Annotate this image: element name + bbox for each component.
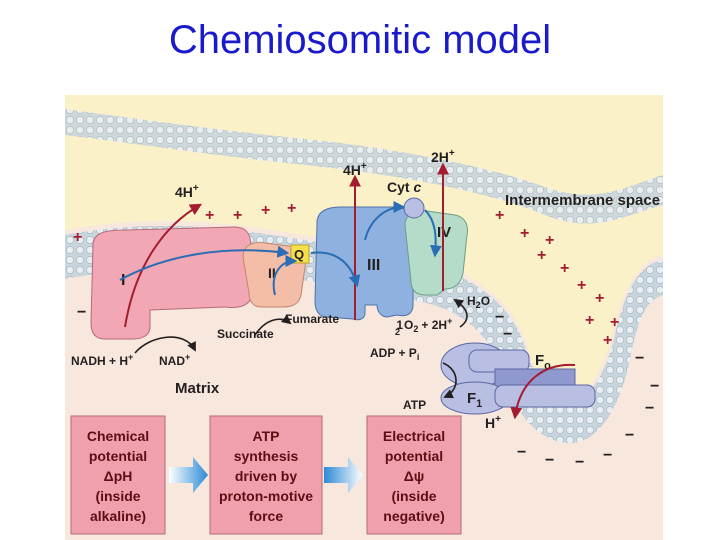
succinate-label: Succinate: [217, 327, 274, 341]
adp-arrow: [442, 362, 457, 399]
chemical-potential-text: Chemical potential ΔpH (inside alkaline): [87, 428, 149, 524]
svg-text:+: +: [603, 332, 612, 349]
right-box-arrow: [324, 457, 363, 493]
slide-title: Chemiosomitic model: [168, 18, 552, 62]
svg-text:force: force: [249, 508, 283, 524]
svg-text:+: +: [495, 207, 504, 224]
cyt-c-label: Cyt c: [387, 179, 421, 195]
svg-text:+: +: [585, 312, 594, 329]
svg-text:(inside: (inside: [95, 488, 140, 504]
complex-III: [314, 206, 414, 321]
svg-text:negative): negative): [383, 508, 444, 524]
nadh-label: NADH + H+: [71, 352, 133, 368]
adp-label: ADP + Pi: [370, 346, 419, 362]
svg-text:+: +: [287, 200, 296, 217]
svg-text:−: −: [503, 326, 512, 343]
quinone-label: Q: [294, 247, 304, 262]
complex-I-label: I: [121, 272, 125, 289]
svg-text:+: +: [595, 290, 604, 307]
atp-synthesis-text: ATP synthesis driven by proton-motive fo…: [219, 428, 313, 524]
svg-text:potential: potential: [385, 448, 443, 464]
svg-text:−: −: [625, 427, 634, 444]
proton-label-complex-I: 4H+: [175, 183, 199, 200]
electrical-potential-text: Electrical potential Δψ (inside negative…: [383, 428, 445, 524]
f1-label: F1: [467, 390, 482, 410]
electron-flow-II-to-Q: [272, 255, 298, 296]
atp-label: ATP: [403, 398, 426, 412]
svg-text:driven by: driven by: [235, 468, 297, 484]
svg-text:proton-motive: proton-motive: [219, 488, 313, 504]
intermembrane-label: Intermembrane space: [505, 192, 660, 209]
electrical-potential-box: [366, 415, 462, 535]
svg-text:alkaline): alkaline): [90, 508, 146, 524]
svg-text:−: −: [517, 444, 526, 461]
chemiosmotic-diagram: + + + + + + + + + + + + + + + − − − − − …: [65, 95, 663, 540]
svg-text:+: +: [577, 277, 586, 294]
svg-text:(inside: (inside: [391, 488, 436, 504]
proton-label-complex-III: 4H+: [343, 161, 367, 178]
chemical-potential-box: [70, 415, 166, 535]
matrix-label: Matrix: [175, 380, 220, 397]
nad-label: NAD+: [159, 352, 190, 368]
svg-text:+: +: [610, 314, 619, 331]
proton-arrow-atp-synthase: [510, 363, 576, 420]
svg-text:+: +: [520, 225, 529, 242]
membrane-top: [65, 109, 663, 224]
svg-text:Electrical: Electrical: [383, 428, 445, 444]
electron-flow-Q-to-III: [310, 251, 361, 288]
o2-arrow: [453, 298, 468, 328]
svg-text:ATP: ATP: [253, 428, 280, 444]
svg-text:−: −: [575, 454, 584, 471]
svg-text:−: −: [495, 309, 504, 326]
left-box-arrow: [169, 457, 208, 493]
electron-flow-III-to-cytc: [364, 201, 406, 241]
svg-text:+: +: [537, 247, 546, 264]
electron-flow-I-to-Q: [119, 245, 290, 281]
fo-label: Fo: [535, 352, 551, 372]
complex-I: [90, 226, 252, 340]
nadh-arrow: [134, 336, 196, 354]
succinate-arrow: [254, 314, 292, 336]
svg-text:−: −: [603, 447, 612, 464]
proton-label-atp-synthase: H+: [485, 414, 501, 431]
atp-synthesis-box: [209, 415, 323, 535]
proton-arrow-complex-I: [124, 203, 203, 328]
h2o-label: H2O: [467, 294, 490, 310]
svg-text:−: −: [77, 304, 86, 321]
svg-text:+: +: [73, 229, 82, 246]
svg-text:potential: potential: [89, 448, 147, 464]
proton-label-complex-IV: 2H+: [431, 148, 455, 165]
complex-IV-label: IV: [437, 224, 451, 241]
svg-text:Chemical: Chemical: [87, 428, 149, 444]
svg-text:+: +: [560, 260, 569, 277]
svg-text:−: −: [650, 378, 659, 395]
positive-charges: + + + + + + + + + + + + + + +: [73, 200, 619, 349]
svg-text:ΔpH: ΔpH: [104, 468, 133, 484]
svg-text:−: −: [635, 350, 644, 367]
svg-text:+: +: [545, 232, 554, 249]
svg-text:Δψ: Δψ: [404, 468, 425, 484]
fumarate-label: Fumarate: [285, 312, 339, 326]
complex-III-label: III: [367, 257, 380, 274]
svg-text:+: +: [261, 202, 270, 219]
svg-text:+: +: [205, 207, 214, 224]
svg-text:+: +: [233, 207, 242, 224]
complex-II-label: II: [268, 265, 276, 281]
electron-flow-cytc-to-IV: [424, 209, 442, 258]
svg-text:−: −: [545, 452, 554, 469]
cyt-c: [403, 197, 425, 219]
svg-text:−: −: [645, 400, 654, 417]
atp-synthase: [440, 342, 596, 415]
svg-text:synthesis: synthesis: [234, 448, 299, 464]
